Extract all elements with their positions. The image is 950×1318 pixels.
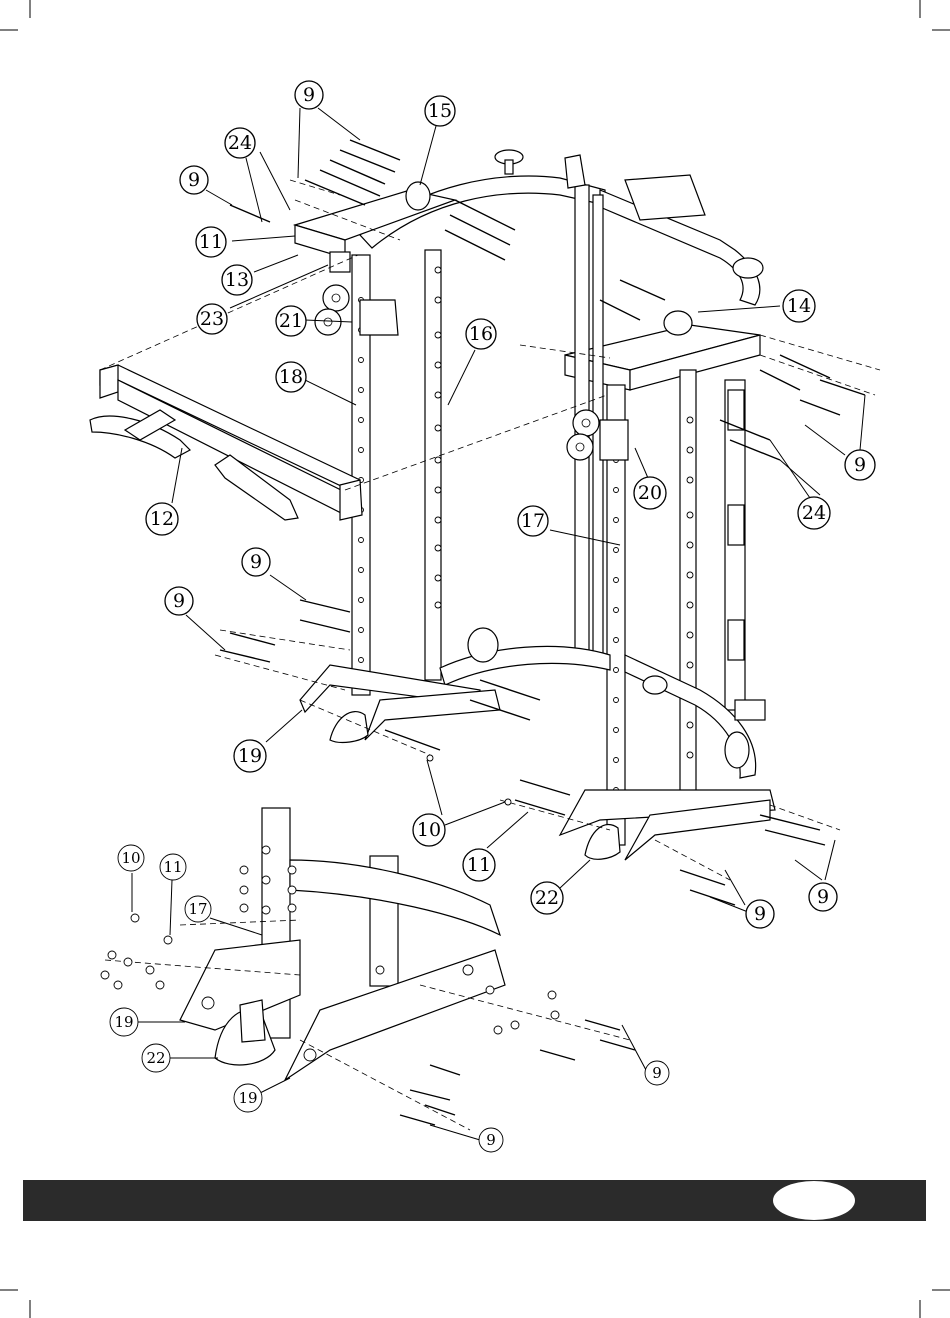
callout-19-detail-bottom: 19: [234, 1084, 262, 1112]
callout-19-detail-left: 19: [110, 1008, 138, 1036]
svg-text:19: 19: [238, 1089, 257, 1107]
callout-16: 16: [466, 319, 496, 349]
callout-11-main: 11: [463, 849, 495, 881]
svg-text:9: 9: [250, 551, 262, 573]
svg-text:9: 9: [486, 1131, 496, 1149]
callout-9-far-right: 9: [809, 883, 837, 911]
callout-18: 18: [276, 362, 306, 392]
callout-15: 15: [425, 96, 455, 126]
callout-9-left: 9: [180, 166, 208, 194]
svg-text:22: 22: [535, 887, 559, 909]
callout-13: 13: [222, 265, 252, 295]
callout-24-right: 24: [798, 497, 830, 529]
svg-text:14: 14: [787, 295, 811, 317]
callout-10-detail: 10: [118, 845, 144, 871]
svg-text:24: 24: [228, 132, 252, 154]
callout-9-right-top: 9: [845, 450, 875, 480]
svg-text:10: 10: [121, 849, 140, 867]
svg-text:12: 12: [150, 508, 174, 530]
svg-text:9: 9: [754, 903, 766, 925]
svg-text:11: 11: [163, 858, 182, 876]
callout-9-detail-bottom: 9: [479, 1128, 503, 1152]
svg-text:20: 20: [638, 482, 662, 504]
callout-11-detail: 11: [160, 854, 186, 880]
svg-text:17: 17: [521, 510, 545, 532]
svg-text:9: 9: [652, 1064, 662, 1082]
callout-14: 14: [783, 290, 815, 322]
callout-17-detail: 17: [185, 896, 211, 922]
callout-9-bottom-right: 9: [746, 900, 774, 928]
callout-9-mid-left: 9: [242, 548, 270, 576]
svg-text:23: 23: [200, 308, 224, 330]
callout-10-main: 10: [413, 814, 445, 846]
svg-text:9: 9: [854, 454, 866, 476]
svg-text:13: 13: [225, 269, 249, 291]
svg-text:9: 9: [303, 84, 315, 106]
svg-text:24: 24: [802, 502, 826, 524]
callout-19-main: 19: [234, 740, 266, 772]
callout-22-main: 22: [531, 882, 563, 914]
callout-11-top: 11: [196, 227, 226, 257]
svg-text:11: 11: [467, 854, 491, 876]
svg-text:17: 17: [188, 900, 207, 918]
svg-text:19: 19: [238, 745, 262, 767]
callout-20: 20: [634, 477, 666, 509]
callout-9-top-left: 9: [295, 81, 323, 109]
callout-24-left: 24: [225, 128, 255, 158]
power-rack-frame: [90, 150, 880, 880]
svg-text:21: 21: [279, 310, 303, 332]
page-number: [773, 1181, 855, 1220]
callout-21: 21: [276, 306, 306, 336]
svg-text:9: 9: [817, 886, 829, 908]
svg-text:19: 19: [114, 1013, 133, 1031]
svg-text:18: 18: [279, 366, 303, 388]
callout-9-far-left: 9: [165, 587, 193, 615]
svg-text:10: 10: [417, 819, 441, 841]
svg-text:9: 9: [188, 169, 200, 191]
callout-9-detail-right: 9: [645, 1061, 669, 1085]
callout-22-detail: 22: [142, 1044, 170, 1072]
callout-17-main: 17: [518, 506, 548, 536]
svg-text:11: 11: [199, 231, 223, 253]
svg-text:9: 9: [173, 590, 185, 612]
svg-text:16: 16: [469, 323, 493, 345]
svg-text:15: 15: [428, 100, 452, 122]
svg-text:22: 22: [146, 1049, 165, 1067]
callout-12: 12: [146, 503, 178, 535]
callout-23: 23: [197, 304, 227, 334]
